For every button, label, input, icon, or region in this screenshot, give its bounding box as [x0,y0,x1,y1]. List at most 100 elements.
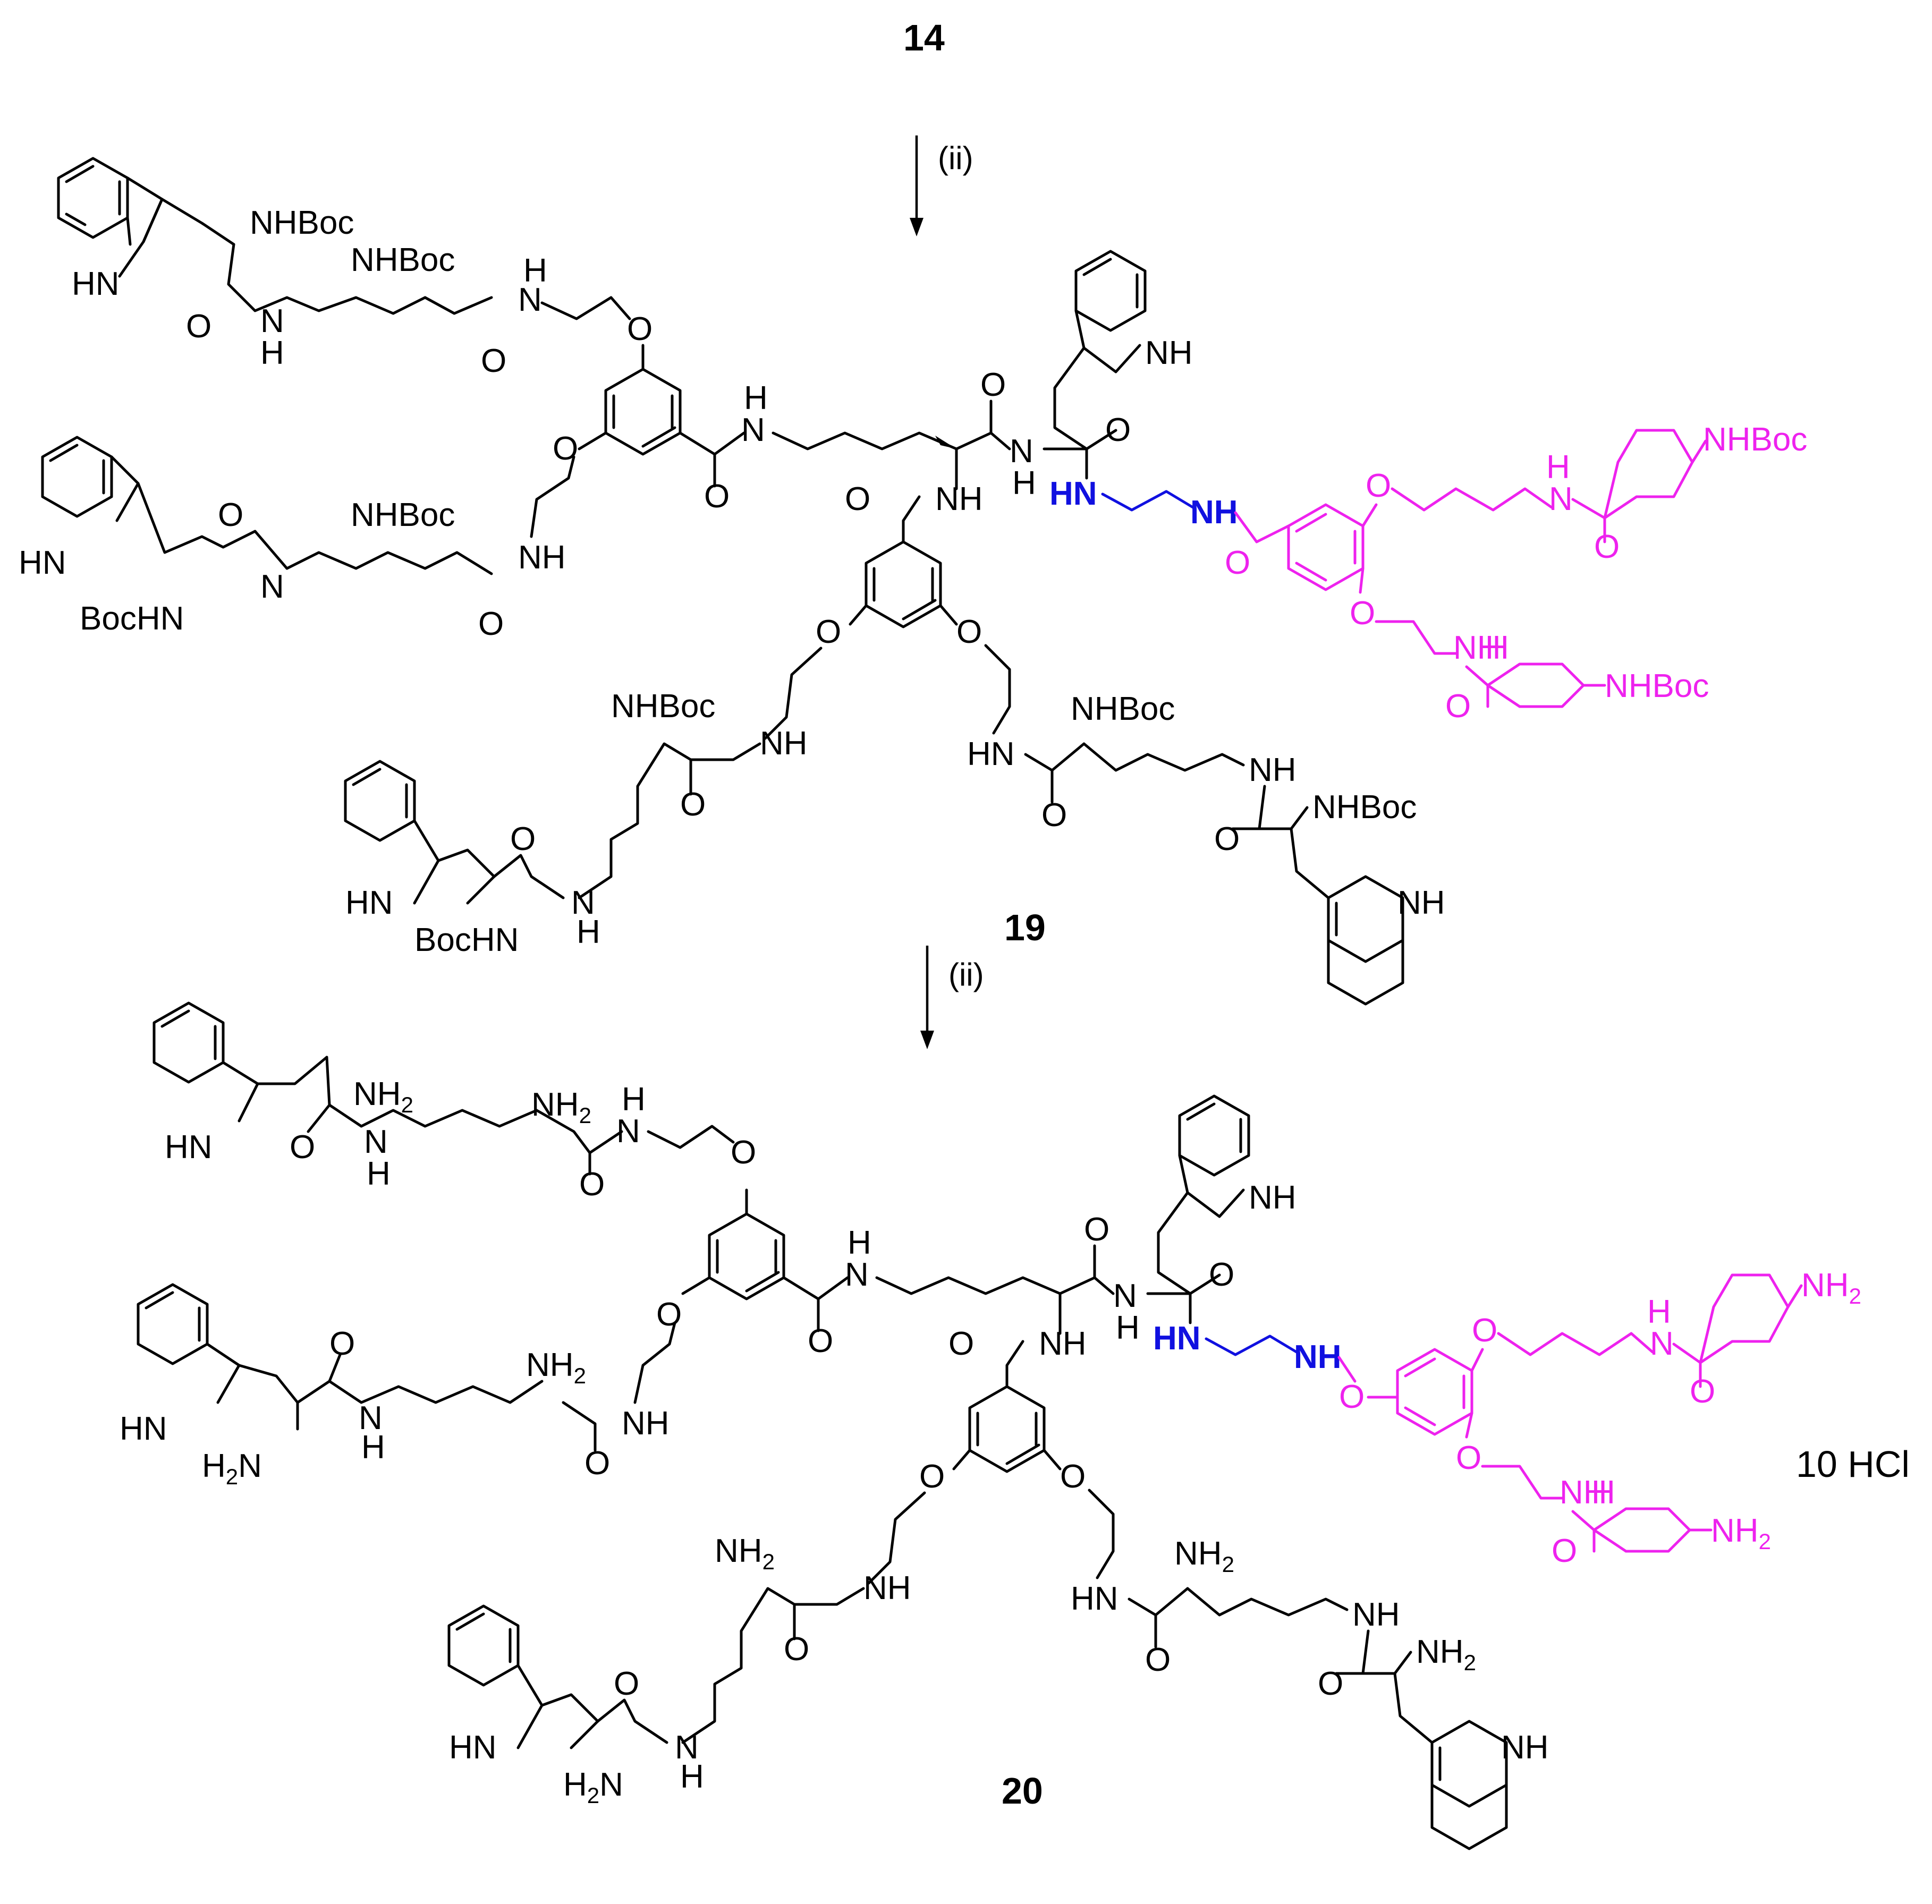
compound-label-19: 19 [1004,907,1046,948]
amide-h: H [622,1081,646,1118]
alpha-nhboc: NHBoc [1312,789,1417,826]
indole-ring [152,1001,259,1123]
amide-n: N [845,1256,869,1293]
compound-label-20: 20 [1002,1770,1043,1812]
aryl-nh2: NH2 [1711,1512,1771,1554]
amide-n: N [518,282,542,318]
indole-nh: HN [449,1729,497,1766]
amide-h: H [1485,630,1509,666]
lys-nh2: NH2 [531,1086,591,1128]
carbonyl-o: O [808,1323,833,1359]
carbonyl-o: O [1041,797,1067,834]
lys-nh2: NH2 [715,1533,775,1574]
ether-o: O [816,614,841,650]
carbonyl-o: O [614,1665,639,1702]
amide-n: N [260,568,284,605]
indole-nh: NH [1397,885,1445,921]
linker-nh: NH [1294,1339,1342,1375]
carbonyl-o: O [510,821,536,857]
indole-ring [1430,1720,1508,1850]
carbonyl-o: O [784,1631,809,1668]
ether-o: O [627,311,653,347]
indole-nh: NH [1145,335,1193,371]
indole-ring [344,760,440,905]
amide-nh: NH [1249,752,1297,788]
benzene-ring [1486,662,1585,708]
ether-o: O [1472,1312,1497,1349]
amide-n: N [1650,1325,1674,1362]
carbonyl-o: O [1145,1642,1171,1678]
carbonyl-o: O [1339,1379,1365,1415]
amide-h: H [523,252,547,289]
carbonyl-o: O [1594,529,1620,565]
amide-h: H [848,1225,871,1261]
carbonyl-o: O [1209,1256,1234,1293]
amide-h: H [1647,1294,1671,1330]
amide-n: N [359,1400,383,1436]
ether-o: O [956,614,982,650]
ether-o: O [1350,595,1375,632]
structure-19: HN NHBoc O N H NHBoc O N H O HN BocHN O … [19,157,1807,1006]
benzene-ring [849,540,958,628]
amide-n: N [616,1113,640,1150]
carbonyl-o: O [579,1166,605,1203]
lys-nh2: NH2 [1174,1535,1234,1577]
amide-nh: NH [1039,1325,1087,1362]
benzene-ring [681,1188,820,1332]
ether-o: O [1060,1458,1086,1495]
carbonyl-o: O [1552,1533,1577,1569]
aryl-nhboc: NHBoc [1703,421,1807,458]
benzene-ring [1287,503,1378,594]
amide-n: N [1549,481,1573,517]
ether-o: O [553,430,578,467]
structure-20: HN NH2 O N H NH2 O N H O HN H2N O N H NH… [120,1001,1861,1850]
indole-ring [1178,1094,1250,1218]
amide-nh: NH [863,1570,911,1606]
lys-nhboc: NHBoc [611,688,715,725]
reaction-arrow-2 [920,946,934,1049]
amide-h: H [1012,465,1036,502]
alpha-nh2: NH2 [1416,1634,1476,1675]
carbonyl-o: O [478,606,504,642]
amide-nh: N [1010,433,1033,470]
lys-nhboc: NHBoc [351,242,455,278]
indole-ring [41,436,140,522]
carbonyl-o: O [329,1325,355,1362]
amide-nh: NH [760,725,808,762]
carbonyl-o: O [1225,545,1250,581]
amide-h: H [1591,1474,1615,1511]
benzene-ring [1699,1273,1790,1364]
indole-nh: NH [1249,1179,1297,1216]
amide-h: H [260,335,284,371]
benzene-ring [952,1385,1062,1473]
reagent-step-1: (ii) [938,140,973,176]
alpha-nhboc: NHBoc [250,205,354,241]
amide-h: H [577,914,600,950]
carbonyl-o: O [1445,688,1471,725]
amide-h: H [367,1155,391,1192]
lys-nhboc: NHBoc [1071,691,1175,727]
ether-o: O [1366,468,1391,504]
carbonyl-o: O [845,481,870,517]
amide-nh: NH [622,1405,670,1442]
carbonyl-o: O [218,497,243,533]
carbonyl-o: O [1084,1211,1109,1248]
indole-nh: HN [72,266,120,302]
ether-o: O [1456,1440,1481,1476]
amide-h: H [1546,449,1570,486]
carbonyl-o: O [1105,412,1131,448]
amide-n: N [364,1124,388,1160]
alpha-h2n: H2N [202,1448,262,1489]
amide-n: N [571,885,595,921]
amide-nh: NH [1560,1474,1607,1511]
ether-o: O [919,1458,945,1495]
carbonyl-o: O [481,343,506,379]
alpha-bochn: BocHN [414,922,519,958]
amide-nh: NH [1352,1596,1400,1633]
aryl-nhboc: NHBoc [1605,668,1709,704]
aryl-nh2: NH2 [1801,1267,1861,1308]
indole-ring [1074,250,1147,373]
indole-ring [447,1604,544,1749]
indole-nh: HN [165,1129,213,1166]
